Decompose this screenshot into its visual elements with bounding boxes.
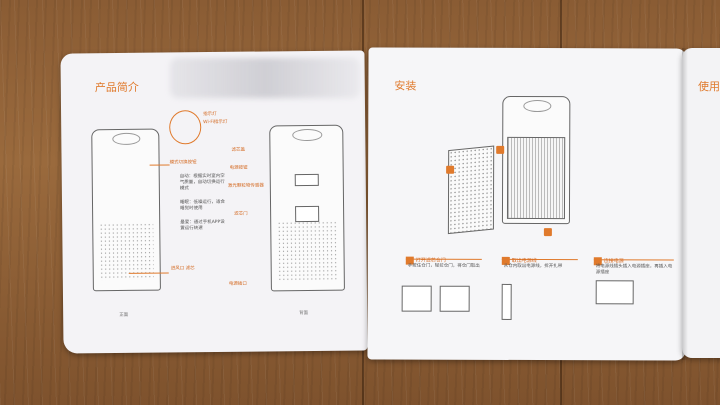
top-ring [112, 132, 141, 146]
filter-door [295, 205, 320, 223]
air-inlet-grille [99, 222, 154, 281]
step-desc: 手按住仓门，轻拉仓门，将仓门取出 [407, 263, 480, 269]
step-desc: 从仓内取出电源线，拆开扎带 [503, 263, 563, 270]
label-sensor: 激光颗粒物传感器 [227, 183, 264, 189]
detail-circle [169, 110, 202, 145]
page-edge-shadow [682, 48, 688, 360]
step1-marker [446, 165, 455, 174]
air-inlet-grille [277, 220, 338, 281]
leader-line [128, 272, 169, 274]
caption-back: 背面 [299, 311, 309, 317]
step3-marker [543, 228, 552, 237]
text-sleep: 睡眠：低噪运行，适合睡觉时使用 [179, 199, 226, 212]
step-3-header: 连接电源 [593, 250, 674, 265]
step3-illustration [595, 280, 634, 305]
label-power-button: 电源按钮 [229, 165, 248, 171]
manual-page-installation: 安装 打开滤芯仓门 手按住仓门，轻拉仓门，将仓门取出 取出电源线 从仓内取出电源… [367, 47, 687, 361]
step-1-header: 打开滤芯仓门 [405, 249, 482, 265]
purifier-front-illustration [91, 128, 161, 292]
step-desc: 将电源线插头插入电源插座，再插入电源插座 [595, 264, 673, 276]
page-heading: 使用 [698, 80, 720, 93]
step1-illustration-a [401, 285, 432, 312]
label-indicator: 指示灯 [203, 111, 217, 118]
text-favorite: 最爱：通过手机APP设置运行转速 [180, 219, 225, 232]
page-heading: 产品简介 [94, 80, 139, 95]
caption-front: 正面 [119, 312, 129, 318]
step-2-header: 取出电源线 [501, 249, 578, 265]
label-mode-button: 模式切换按钮 [169, 160, 197, 166]
top-ring [291, 128, 323, 142]
sensor-box [294, 173, 319, 187]
purifier-back-illustration [269, 124, 345, 292]
filter-cylinder [506, 136, 566, 220]
shadow-smudge [170, 58, 360, 98]
label-filter-door: 滤芯门 [234, 211, 248, 217]
label-filter-top: 滤芯盖 [231, 147, 245, 153]
label-wifi: Wi-Fi指示灯 [203, 119, 228, 126]
step2-illustration [501, 283, 512, 320]
leader-line [149, 164, 170, 166]
label-inlet: 进风口 滤芯 [170, 266, 195, 272]
removed-door [447, 145, 495, 235]
manual-page-usage: 使用 [682, 48, 720, 358]
page-heading: 安装 [394, 79, 417, 93]
step2-marker [496, 145, 505, 154]
purifier-open-illustration [501, 95, 571, 225]
top-ring [523, 99, 552, 113]
text-auto: 自动：根据实时室内空气质量，自动切换运行模式 [179, 173, 225, 192]
label-power-socket: 电源插口 [228, 281, 247, 287]
step1-illustration-b [439, 285, 470, 312]
